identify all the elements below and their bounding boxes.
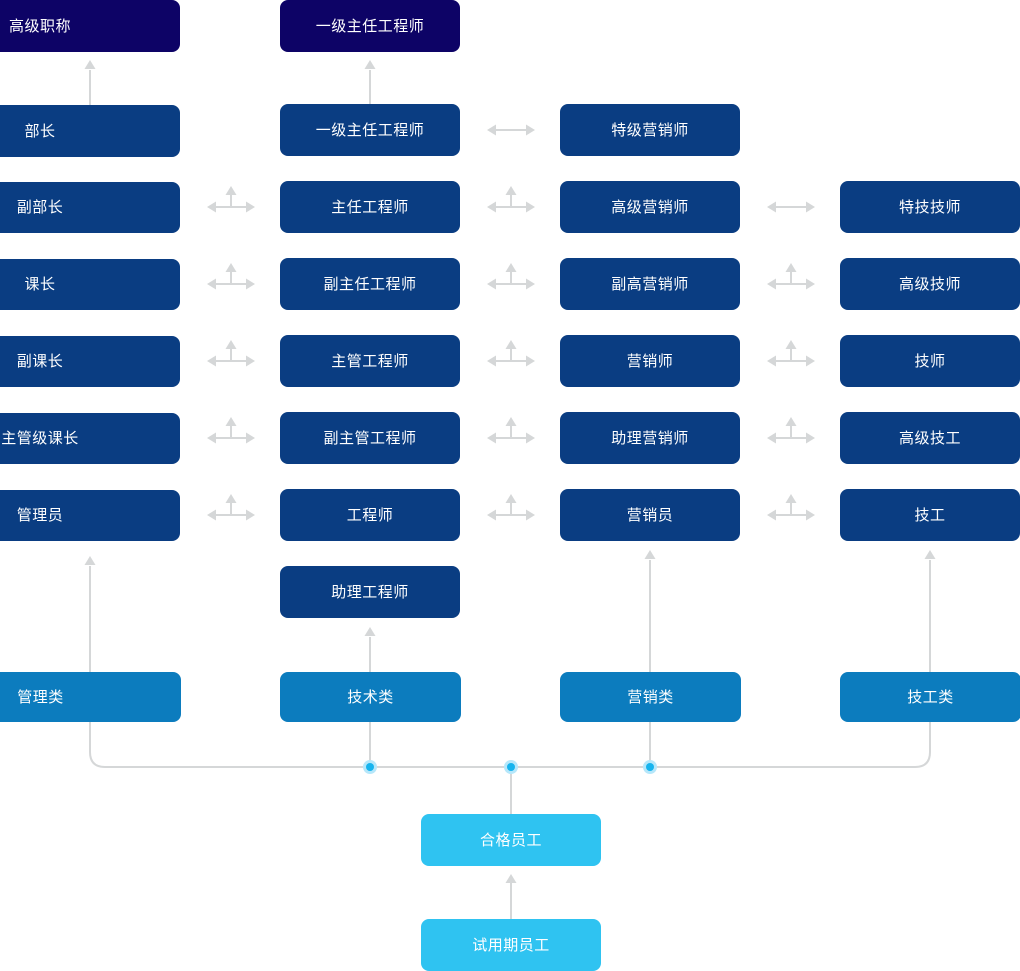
- node-label: 副主任工程师: [323, 275, 417, 293]
- node-label: 管理员: [16, 507, 64, 524]
- node-c1-r6-administrator[interactable]: 管理员: [0, 490, 180, 541]
- arrow-tee-c1c2-row3: [207, 263, 255, 290]
- bottom-bus: [89, 722, 931, 814]
- node-c1-r2-deputy-department-head[interactable]: 副部长: [0, 182, 180, 233]
- node-c1-top-senior-title[interactable]: 高级职称: [0, 0, 180, 52]
- node-label: 营销师: [626, 352, 674, 370]
- node-c2-r5-deputy-supervising-engineer[interactable]: 副主管工程师: [280, 412, 460, 464]
- node-label: 部长: [24, 122, 56, 140]
- node-label: 高级技师: [898, 275, 961, 293]
- node-c3-r3-associate-senior-marketer[interactable]: 副高营销师: [560, 258, 740, 310]
- node-label: 技工: [914, 506, 946, 524]
- arrow-tee-c3c4-row5: [767, 417, 815, 444]
- node-base-qualified-employee[interactable]: 合格员工: [421, 814, 601, 866]
- junction-dot-center: [504, 760, 518, 774]
- node-c1-r3-section-chief[interactable]: 课长: [0, 259, 180, 310]
- node-label: 助理营销师: [611, 429, 689, 447]
- node-label: 技工类: [907, 688, 954, 706]
- node-c2-r4-supervising-engineer[interactable]: 主管工程师: [280, 335, 460, 387]
- node-label: 主任工程师: [331, 198, 409, 216]
- node-label: 课长: [24, 276, 56, 293]
- arrow-tee-c1c2-row5: [207, 417, 255, 444]
- node-c4-r3-senior-technician[interactable]: 高级技师: [840, 258, 1020, 310]
- node-label: 一级主任工程师: [315, 17, 425, 35]
- node-c1-r1-department-head[interactable]: 部长: [0, 105, 180, 157]
- node-label: 助理工程师: [331, 583, 409, 601]
- arrow-bidir-c3c4-row2: [767, 201, 815, 213]
- arrow-bidir-c2c3-row1: [487, 124, 535, 136]
- node-c2-r3-deputy-chief-engineer[interactable]: 副主任工程师: [280, 258, 460, 310]
- node-label: 副部长: [16, 199, 64, 216]
- node-c3-r6-marketing-staff[interactable]: 营销员: [560, 489, 740, 541]
- node-c4-r5-senior-skilled-worker[interactable]: 高级技工: [840, 412, 1020, 464]
- node-c4-r6-skilled-worker[interactable]: 技工: [840, 489, 1020, 541]
- arrow-probation-to-qualified: [505, 874, 517, 920]
- node-category-management[interactable]: 管理类: [0, 672, 181, 722]
- node-label: 高级技工: [898, 429, 961, 447]
- node-label: 技师: [914, 352, 946, 370]
- arrow-tee-c3c4-row4: [767, 340, 815, 367]
- arrow-tee-c3c4-row6: [767, 494, 815, 521]
- node-c2-r7-assistant-engineer[interactable]: 助理工程师: [280, 566, 460, 618]
- node-label: 高级营销师: [611, 198, 689, 216]
- node-label: 特级营销师: [611, 121, 689, 139]
- node-label: 试用期员工: [472, 936, 550, 954]
- arrow-tee-c1c2-row4: [207, 340, 255, 367]
- node-c4-r4-technician[interactable]: 技师: [840, 335, 1020, 387]
- junction-dot-management-tech: [363, 760, 377, 774]
- node-label: 管理类: [17, 688, 64, 706]
- node-c2-r2-chief-engineer[interactable]: 主任工程师: [280, 181, 460, 233]
- node-label: 合格员工: [479, 831, 542, 849]
- arrow-tee-c2c3-row5: [487, 417, 535, 444]
- junction-dot-marketing: [643, 760, 657, 774]
- node-label: 一级主任工程师: [315, 121, 425, 139]
- arrow-c4-cat-to-r6: [924, 550, 936, 672]
- node-label: 高级职称: [8, 17, 71, 35]
- node-label: 工程师: [346, 506, 394, 524]
- node-c3-r5-assistant-marketer[interactable]: 助理营销师: [560, 412, 740, 464]
- arrow-tee-c1c2-row2: [207, 186, 255, 213]
- node-c3-r2-senior-marketer[interactable]: 高级营销师: [560, 181, 740, 233]
- arrow-c3-cat-to-r6: [644, 550, 656, 672]
- node-c2-r1-first-class-chief-engineer[interactable]: 一级主任工程师: [280, 104, 460, 156]
- node-c2-top-first-class-chief-engineer[interactable]: 一级主任工程师: [280, 0, 460, 52]
- node-label: 副高营销师: [611, 275, 689, 293]
- node-c2-r6-engineer[interactable]: 工程师: [280, 489, 460, 541]
- node-category-technical[interactable]: 技术类: [280, 672, 461, 722]
- node-category-skilled[interactable]: 技工类: [840, 672, 1020, 722]
- node-label: 主管级课长: [1, 430, 79, 447]
- arrow-tee-c2c3-row2: [487, 186, 535, 213]
- node-c1-r4-deputy-section-chief[interactable]: 副课长: [0, 336, 180, 387]
- node-c1-r5-supervisor-section-chief[interactable]: 主管级课长: [0, 413, 180, 464]
- node-c4-r2-special-skill-technician[interactable]: 特技技师: [840, 181, 1020, 233]
- arrow-tee-c3c4-row3: [767, 263, 815, 290]
- node-c3-r1-special-grade-marketer[interactable]: 特级营销师: [560, 104, 740, 156]
- arrow-c2-r1-to-top: [364, 60, 376, 104]
- arrow-tee-c2c3-row4: [487, 340, 535, 367]
- node-category-marketing[interactable]: 营销类: [560, 672, 741, 722]
- node-label: 副主管工程师: [323, 429, 417, 447]
- node-label: 营销员: [626, 506, 674, 524]
- node-label: 营销类: [627, 688, 674, 706]
- arrow-c1-r1-to-top: [84, 60, 96, 105]
- arrow-c1-r6-to-r1: [84, 556, 96, 672]
- node-label: 主管工程师: [331, 352, 409, 370]
- arrow-c2-cat-to-r7: [364, 627, 376, 672]
- node-base-probation-employee[interactable]: 试用期员工: [421, 919, 601, 971]
- arrow-tee-c2c3-row3: [487, 263, 535, 290]
- arrow-tee-c1c2-row6: [207, 494, 255, 521]
- arrow-tee-c2c3-row6: [487, 494, 535, 521]
- node-c3-r4-marketer[interactable]: 营销师: [560, 335, 740, 387]
- node-label: 特技技师: [898, 198, 961, 216]
- node-label: 技术类: [347, 688, 394, 706]
- node-label: 副课长: [16, 353, 64, 370]
